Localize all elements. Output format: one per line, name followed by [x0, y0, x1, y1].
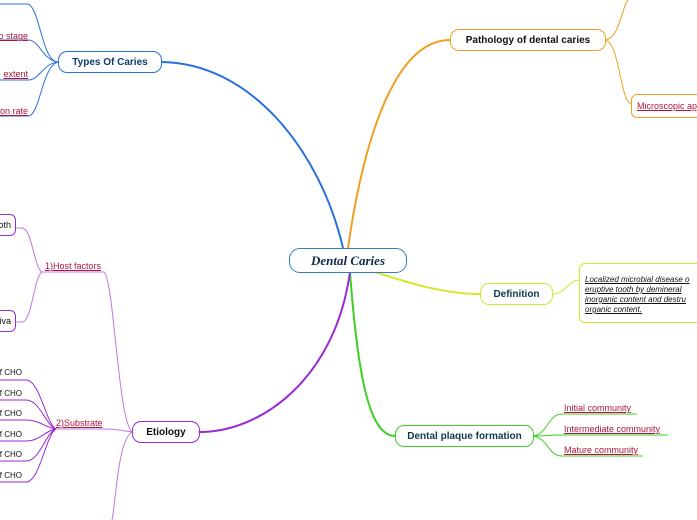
substrate-child[interactable]: f CHO [0, 471, 22, 480]
plaque-child-initial[interactable]: Initial community [564, 403, 632, 413]
definition-line-4: organic content. [585, 305, 642, 314]
plaque-child-intermediate[interactable]: Intermediate community [564, 424, 661, 434]
definition-line-1: Localized microbial disease o [585, 275, 690, 284]
substrate-child[interactable]: f CHO [0, 368, 22, 377]
substrate-child[interactable]: f CHO [0, 409, 22, 418]
definition-line-2: eruptive tooth by demineral [585, 285, 682, 294]
types-child-extent[interactable]: extent [3, 69, 28, 79]
host-child-saliva[interactable]: iva [0, 310, 16, 332]
etiology-node[interactable]: Etiology [132, 421, 200, 443]
substrate-child[interactable]: f CHO [0, 450, 22, 459]
host-child-saliva-label: iva [0, 316, 11, 326]
microscopic-node[interactable]: Microscopic app [631, 94, 697, 118]
definition-line-3: inorganic content and destru [585, 295, 686, 304]
substrate-label[interactable]: 2)Substrate [56, 418, 103, 428]
types-of-caries-label: Types Of Caries [72, 56, 148, 68]
types-child-rate[interactable]: on rate [0, 106, 28, 116]
dental-plaque-node[interactable]: Dental plaque formation [395, 425, 534, 447]
host-factors-label[interactable]: 1)Host factors [45, 261, 102, 271]
microscopic-label: Microscopic app [637, 101, 697, 111]
plaque-child-mature[interactable]: Mature community [564, 445, 639, 455]
central-topic-label: Dental Caries [310, 252, 386, 268]
dental-plaque-label: Dental plaque formation [407, 430, 522, 442]
host-child-tooth-label: oth [0, 220, 11, 230]
definition-note[interactable]: Localized microbial disease o eruptive t… [579, 263, 697, 323]
pathology-label: Pathology of dental caries [465, 34, 591, 46]
pathology-node[interactable]: Pathology of dental caries [450, 29, 606, 51]
host-child-tooth[interactable]: oth [0, 214, 16, 236]
definition-label: Definition [493, 288, 540, 300]
central-topic[interactable]: Dental Caries [289, 248, 407, 273]
types-child-stage[interactable]: o stage [0, 31, 28, 41]
types-of-caries-node[interactable]: Types Of Caries [58, 51, 162, 73]
etiology-label: Etiology [146, 426, 186, 438]
definition-node[interactable]: Definition [480, 283, 553, 305]
substrate-child[interactable]: f CHO [0, 389, 22, 398]
substrate-child[interactable]: f CHO [0, 430, 22, 439]
